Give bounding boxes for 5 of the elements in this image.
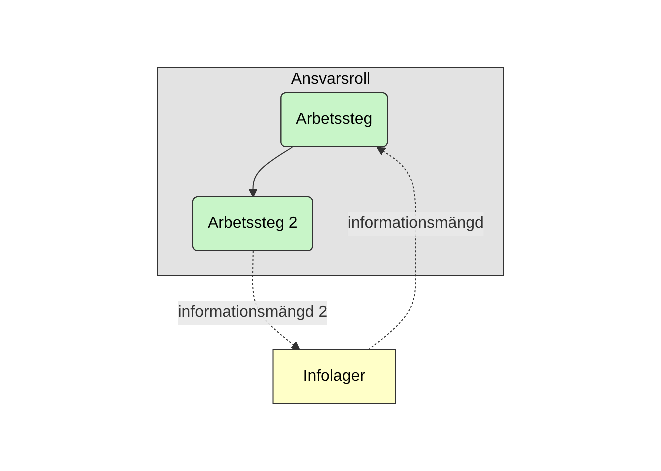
node-box: Infolager — [272, 348, 396, 404]
edge-label: informationsmängd 2 — [178, 303, 328, 320]
arrow — [368, 146, 416, 350]
arrow — [248, 146, 293, 198]
edge-label: informationsmängd — [347, 214, 484, 232]
